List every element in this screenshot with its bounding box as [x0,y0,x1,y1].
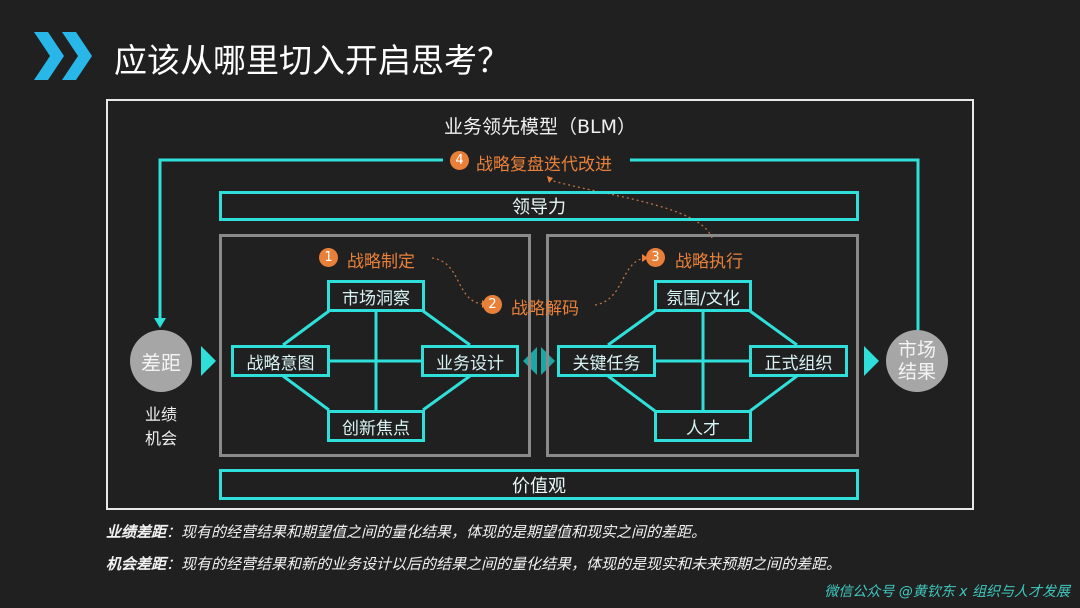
note-label: 机会差距 [106,555,167,573]
step-2-label: 战略解码 [511,299,579,319]
step-2-badge: 2 [483,295,502,314]
node-climate-culture: 氛围/文化 [654,280,752,312]
node-critical-tasks: 关键任务 [557,345,656,377]
gap-circle: 差距 [130,330,192,392]
step-1-badge: 1 [319,248,338,267]
note-text: ：现有的经营结果和期望值之间的量化结果，体现的是期望值和现实之间的差距。 [166,523,707,541]
result-line-1: 市场 [897,339,936,361]
gap-types: 业绩 机会 [138,403,184,451]
node-talent: 人才 [654,410,752,442]
strategy-panel [219,234,531,457]
note-performance-gap: 业绩差距：现有的经营结果和期望值之间的量化结果，体现的是期望值和现实之间的差距。 [106,521,706,542]
model-title: 业务领先模型（BLM） [443,116,636,138]
note-opportunity-gap: 机会差距：现有的经营结果和新的业务设计以后的结果之间的量化结果，体现的是现实和未… [106,553,841,574]
result-line-2: 结果 [897,361,936,383]
values-bar: 价值观 [219,469,859,500]
leadership-bar: 领导力 [219,191,859,221]
page-title: 应该从哪里切入开启思考？ [114,41,510,80]
node-business-design: 业务设计 [421,345,519,377]
gap-type-performance: 业绩 [144,405,177,424]
execution-panel [546,234,859,457]
chevron-logo-icon [34,32,92,80]
watermark: 微信公众号 @黄钦东 x 组织与人才发展 [824,584,1070,600]
step-4-label: 战略复盘迭代改进 [476,155,612,175]
step-1-label: 战略制定 [347,252,415,272]
note-text: ：现有的经营结果和新的业务设计以后的结果之间的量化结果，体现的是现实和未来预期之… [166,555,842,573]
step-3-label: 战略执行 [675,252,743,272]
note-label: 业绩差距 [106,523,167,541]
node-innovation-focus: 创新焦点 [327,410,425,442]
node-formal-organization: 正式组织 [749,345,848,377]
step-4-badge: 4 [450,151,469,170]
step-3-badge: 3 [646,248,665,267]
market-result-circle: 市场 结果 [886,330,948,392]
gap-type-opportunity: 机会 [144,429,177,448]
node-market-insight: 市场洞察 [327,280,425,312]
model-frame [106,99,974,510]
node-strategic-intent: 战略意图 [231,345,330,377]
